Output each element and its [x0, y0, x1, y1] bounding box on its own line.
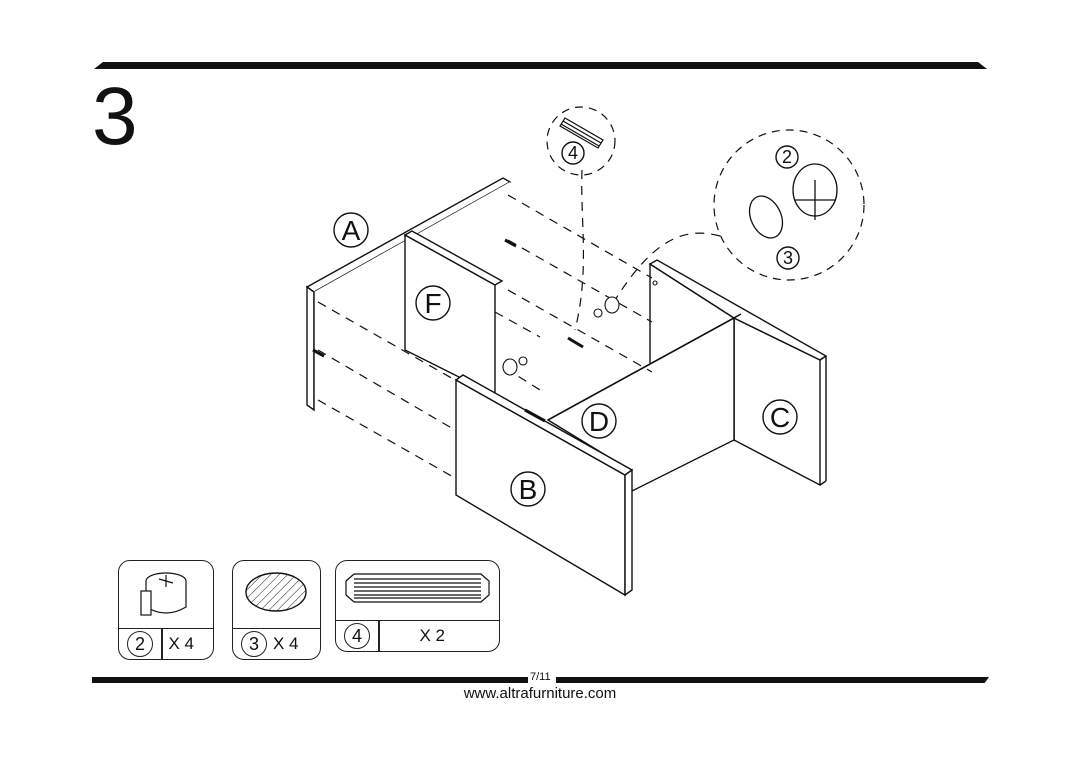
divider [378, 621, 380, 651]
website-url: www.altrafurniture.com [463, 685, 617, 702]
hardware-part-number: 2 [127, 631, 153, 657]
cover-cap-callout-number: 3 [783, 248, 793, 268]
hardware-box-dowel: 4 X 2 [335, 560, 500, 652]
cam-lock-callout-icon [748, 163, 838, 239]
dowel-callout-number: 4 [568, 143, 578, 163]
divider [161, 629, 163, 659]
panel-a-label: A [342, 215, 361, 246]
cam-lock-icon [140, 572, 187, 616]
hardware-part-number: 3 [241, 631, 267, 657]
page-number: 7/11 [530, 671, 551, 683]
panel-b-label: B [519, 474, 538, 505]
footer-rule-right [556, 677, 989, 683]
hardware-part-number: 4 [344, 623, 370, 649]
hardware-box-cam-lock: 2 X 4 [118, 560, 214, 660]
cover-cap-icon [245, 572, 307, 612]
hardware-quantity: X 4 [273, 634, 299, 653]
step-number: 3 [92, 71, 138, 162]
hardware-box-cover-cap: 3 X 4 [232, 560, 321, 660]
cam-lock-callout-number: 2 [782, 147, 792, 167]
footer-rule-left [92, 677, 528, 683]
header-rule [94, 62, 987, 69]
hardware-quantity: X 4 [168, 634, 195, 653]
dowel-callout-icon [559, 117, 604, 149]
hardware-quantity: X 2 [419, 626, 446, 645]
panel-d-label: D [589, 406, 609, 437]
panel-c-label: C [770, 402, 790, 433]
panel-f-label: F [424, 288, 441, 319]
dowel-icon [345, 573, 490, 603]
